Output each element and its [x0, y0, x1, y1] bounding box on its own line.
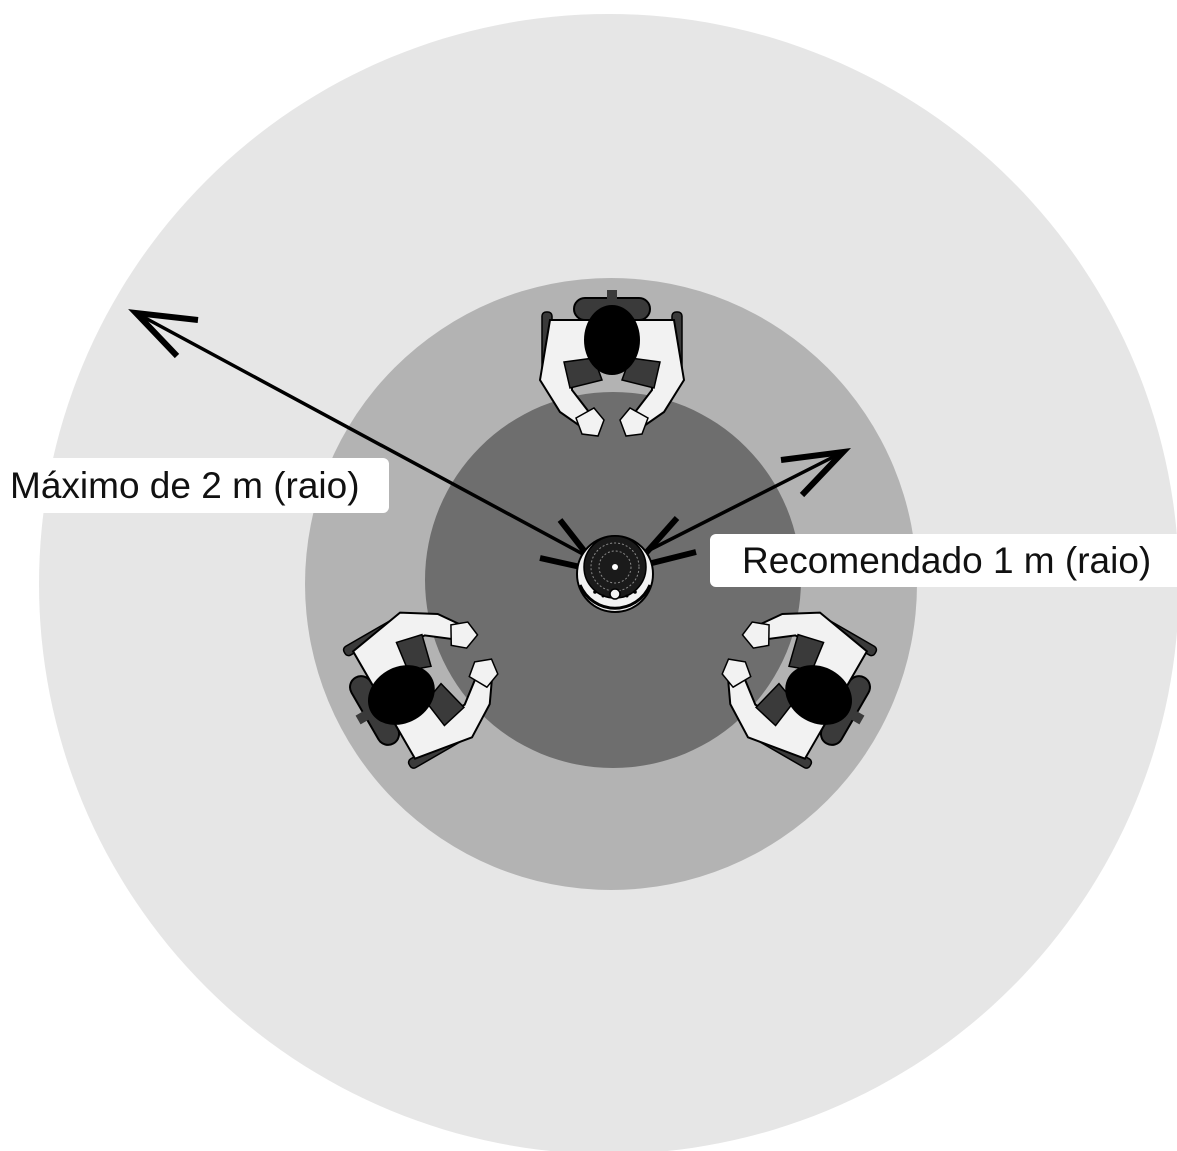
- recommended-range-label: Recomendado 1 m (raio): [710, 534, 1177, 587]
- max-range-arrow: [128, 309, 607, 568]
- speakerphone-icon: [576, 535, 654, 613]
- recommended-range-arrow: [616, 447, 852, 568]
- max-range-label: Máximo de 2 m (raio): [0, 458, 389, 513]
